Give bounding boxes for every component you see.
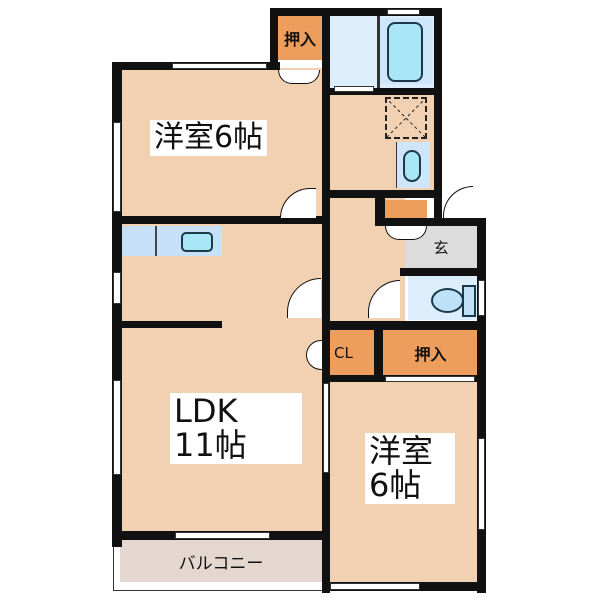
room-label-ldk: LDK 11帖 xyxy=(170,393,302,465)
window xyxy=(323,383,329,473)
closet-sliding-door xyxy=(385,376,475,382)
kitchen-sink-icon xyxy=(181,232,213,252)
wall xyxy=(122,321,222,328)
wash-basin-icon xyxy=(403,150,421,182)
shoe-cabinet xyxy=(385,200,427,218)
ldk-room xyxy=(120,224,325,534)
window xyxy=(172,63,267,69)
entrance-door-icon xyxy=(443,186,473,218)
balcony-floor: バルコニー xyxy=(120,540,322,582)
wall xyxy=(112,216,327,224)
wall xyxy=(375,218,485,226)
bath-divider xyxy=(377,16,380,88)
wall xyxy=(330,88,440,95)
wall xyxy=(375,190,385,220)
wall xyxy=(322,8,330,593)
window xyxy=(330,583,420,590)
wall xyxy=(477,218,486,593)
closet-south: 押入 xyxy=(383,330,478,376)
wall xyxy=(112,62,122,547)
window xyxy=(113,122,121,212)
wall xyxy=(322,321,486,330)
wall xyxy=(374,321,383,379)
wall xyxy=(270,8,440,16)
wall xyxy=(270,8,278,68)
washing-machine-space-icon xyxy=(385,97,427,139)
window xyxy=(113,272,121,304)
toilet-bowl-icon xyxy=(431,288,464,313)
closet-cl: CL xyxy=(330,330,378,376)
window xyxy=(478,280,485,316)
bathtub-basin-icon xyxy=(387,22,423,82)
room-label-western-south: 洋室 6帖 xyxy=(365,433,455,505)
room-label-western-north: 洋室6帖 xyxy=(150,120,268,156)
wall xyxy=(400,268,485,276)
window xyxy=(113,380,121,475)
toilet-tank-icon xyxy=(462,285,476,317)
closet-north: 押入 xyxy=(277,16,323,60)
window xyxy=(175,532,270,539)
window xyxy=(387,9,420,15)
wall xyxy=(434,8,442,223)
kitchen-divider xyxy=(155,226,157,256)
bath-door xyxy=(334,86,374,92)
wall xyxy=(330,190,440,198)
washing-machine-cross-icon xyxy=(385,97,427,139)
window xyxy=(478,438,485,530)
